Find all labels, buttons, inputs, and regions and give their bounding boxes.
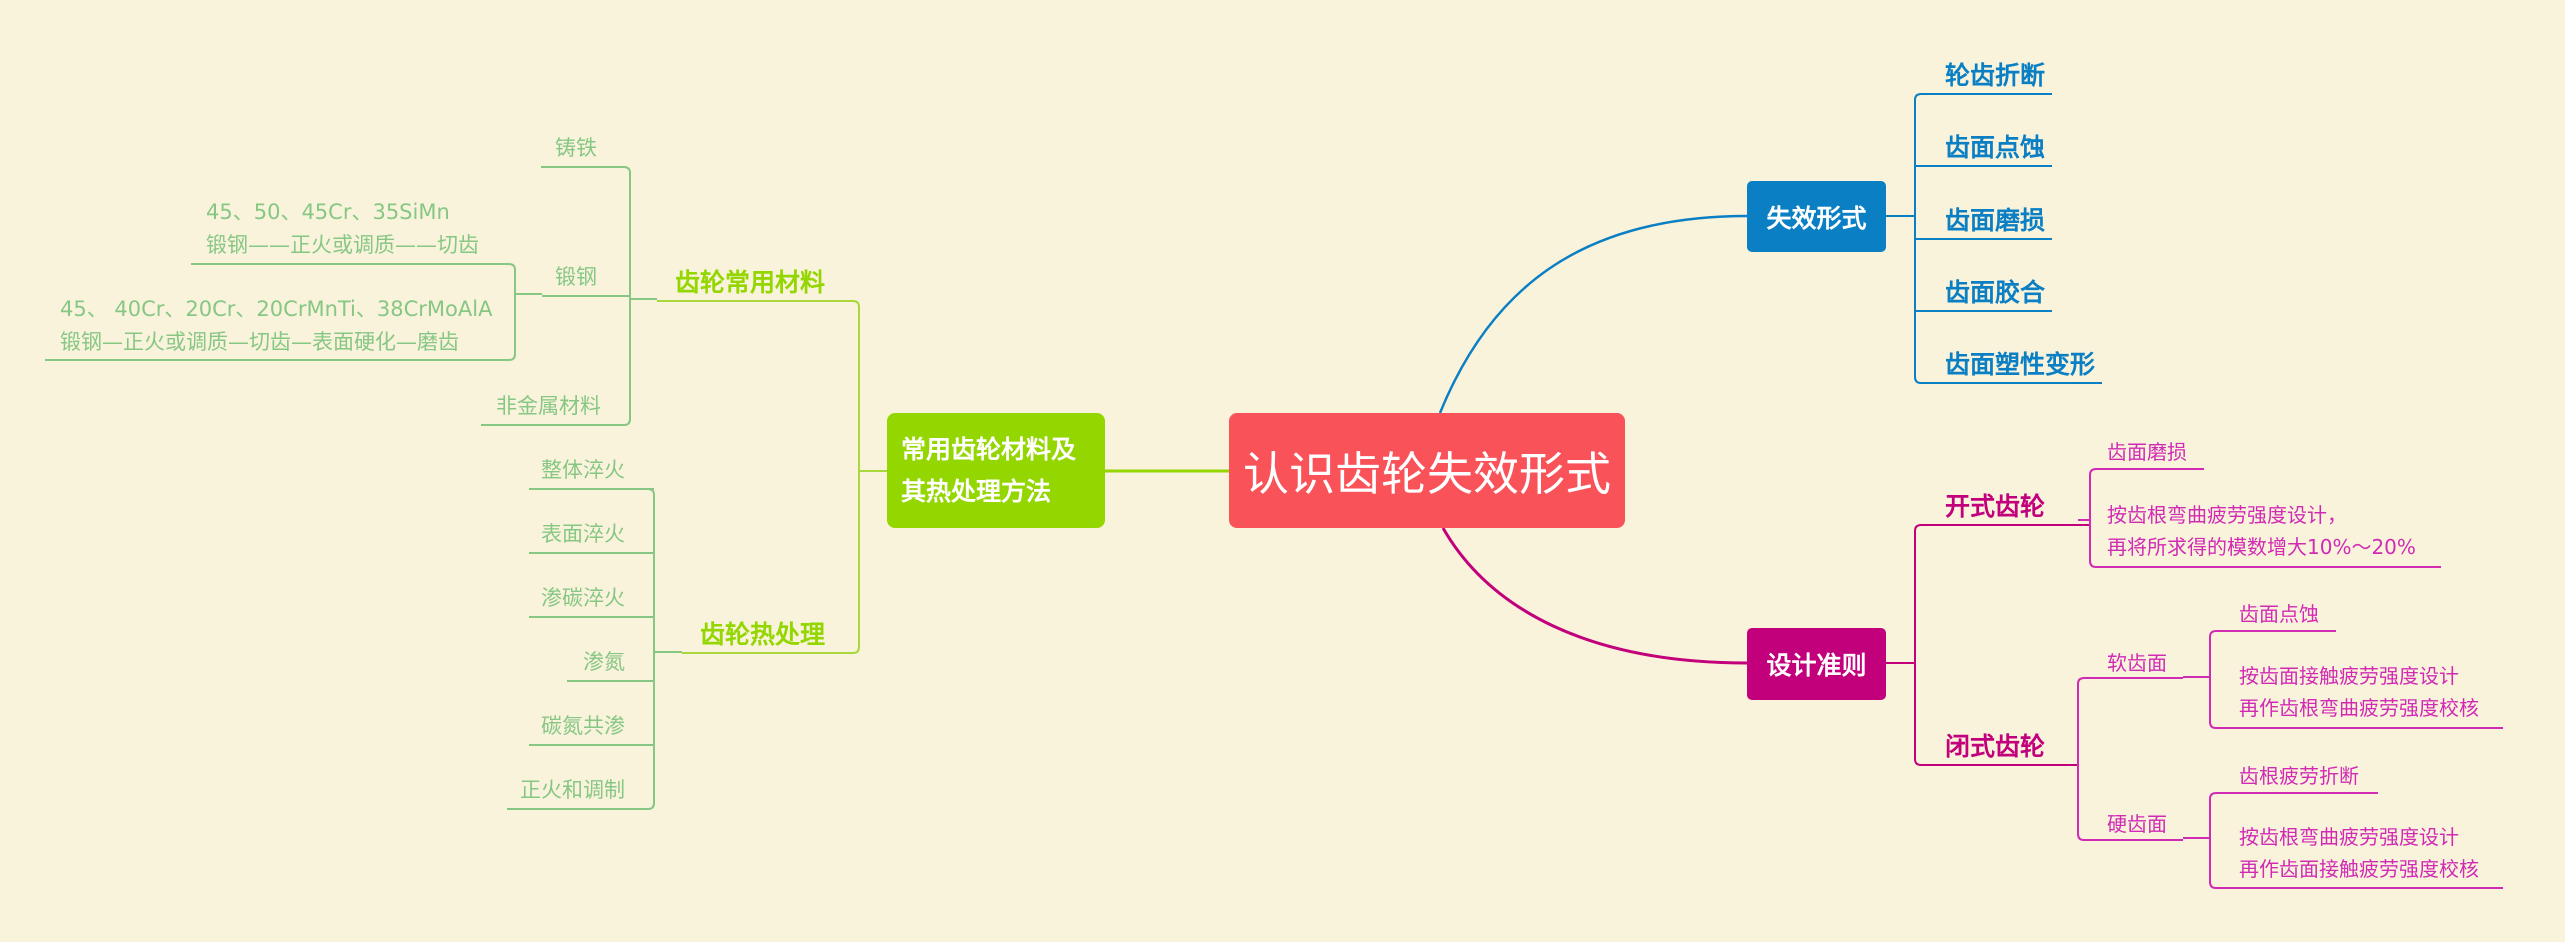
- heat-item[interactable]: 渗氮: [583, 650, 625, 674]
- hard-surface-label[interactable]: 硬齿面: [2107, 812, 2167, 836]
- hard-item-rule-line-1: 按齿根弯曲疲劳强度设计: [2239, 825, 2459, 849]
- soft-item-rule-line-1: 按齿面接触疲劳强度设计: [2239, 664, 2459, 688]
- forged-steel-option-1-line-2: 锻钢——正火或调质——切齿: [206, 233, 479, 257]
- material-cast-iron[interactable]: 铸铁: [555, 136, 597, 160]
- open-gear-label[interactable]: 开式齿轮: [1945, 492, 2046, 521]
- design-topic[interactable]: 设计准则: [1747, 628, 1886, 700]
- open-item-rule-line-1: 按齿根弯曲疲劳强度设计，: [2107, 503, 2347, 527]
- open-item-rule[interactable]: 按齿根弯曲疲劳强度设计， 再将所求得的模数增大10%～20%: [2107, 499, 2416, 563]
- heat-item[interactable]: 渗碳淬火: [541, 586, 625, 610]
- failure-item[interactable]: 齿面点蚀: [1945, 133, 2046, 162]
- forged-steel-option-2[interactable]: 45、 40Cr、20Cr、20CrMnTi、38CrMoAlA 锻钢—正火或调…: [60, 293, 492, 359]
- left-topic-line-1: 常用齿轮材料及: [901, 434, 1077, 464]
- root-topic-label: 认识齿轮失效形式: [1243, 446, 1611, 501]
- design-branch-lines: [1886, 524, 2090, 766]
- failure-item[interactable]: 齿面胶合: [1945, 278, 2046, 307]
- left-sub-lines: [45, 166, 682, 810]
- failure-item[interactable]: 齿面磨损: [1945, 206, 2046, 235]
- forged-steel-option-1[interactable]: 45、50、45Cr、35SiMn 锻钢——正火或调质——切齿: [206, 196, 479, 262]
- root-topic[interactable]: 认识齿轮失效形式: [1229, 413, 1625, 528]
- open-item-wear[interactable]: 齿面磨损: [2107, 440, 2187, 464]
- connector-root-failure: [1438, 214, 1748, 414]
- hard-item-rule-line-2: 再作齿面接触疲劳强度校核: [2239, 857, 2479, 881]
- forged-steel-option-2-line-1: 45、 40Cr、20Cr、20CrMnTi、38CrMoAlA: [60, 297, 493, 321]
- materials-label[interactable]: 齿轮常用材料: [675, 268, 826, 297]
- soft-item-rule[interactable]: 按齿面接触疲劳强度设计 再作齿根弯曲疲劳强度校核: [2239, 660, 2479, 724]
- connector-root-design: [1441, 527, 1748, 665]
- hard-item-fracture[interactable]: 齿根疲劳折断: [2239, 764, 2359, 788]
- heat-item[interactable]: 表面淬火: [541, 522, 625, 546]
- failure-item[interactable]: 轮齿折断: [1945, 61, 2046, 90]
- left-branch-lines: [657, 300, 887, 654]
- failure-topic-label: 失效形式: [1766, 203, 1867, 233]
- soft-surface-label[interactable]: 软齿面: [2107, 651, 2167, 675]
- forged-steel-option-2-line-2: 锻钢—正火或调质—切齿—表面硬化—磨齿: [60, 330, 459, 354]
- material-forged-steel[interactable]: 锻钢: [555, 265, 597, 289]
- hard-item-rule[interactable]: 按齿根弯曲疲劳强度设计 再作齿面接触疲劳强度校核: [2239, 821, 2479, 885]
- heat-treatment-label[interactable]: 齿轮热处理: [700, 620, 826, 649]
- left-topic-line-2: 其热处理方法: [901, 476, 1052, 506]
- left-topic-materials-heat[interactable]: 常用齿轮材料及 其热处理方法: [887, 413, 1105, 528]
- heat-item[interactable]: 正火和调制: [520, 778, 625, 802]
- failure-topic[interactable]: 失效形式: [1747, 181, 1886, 252]
- soft-item-rule-line-2: 再作齿根弯曲疲劳强度校核: [2239, 696, 2479, 720]
- design-topic-label: 设计准则: [1766, 651, 1867, 680]
- heat-item[interactable]: 整体淬火: [541, 458, 625, 482]
- open-item-rule-line-2: 再将所求得的模数增大10%～20%: [2107, 535, 2416, 559]
- closed-gear-label[interactable]: 闭式齿轮: [1945, 732, 2046, 761]
- forged-steel-option-1-line-1: 45、50、45Cr、35SiMn: [206, 200, 450, 224]
- failure-item[interactable]: 齿面塑性变形: [1945, 350, 2096, 379]
- design-sub-lines: [2077, 468, 2503, 889]
- soft-item-pitting[interactable]: 齿面点蚀: [2239, 602, 2319, 626]
- failure-branch-lines: [1886, 93, 2102, 384]
- material-nonmetal[interactable]: 非金属材料: [496, 394, 601, 418]
- heat-item[interactable]: 碳氮共渗: [541, 714, 625, 738]
